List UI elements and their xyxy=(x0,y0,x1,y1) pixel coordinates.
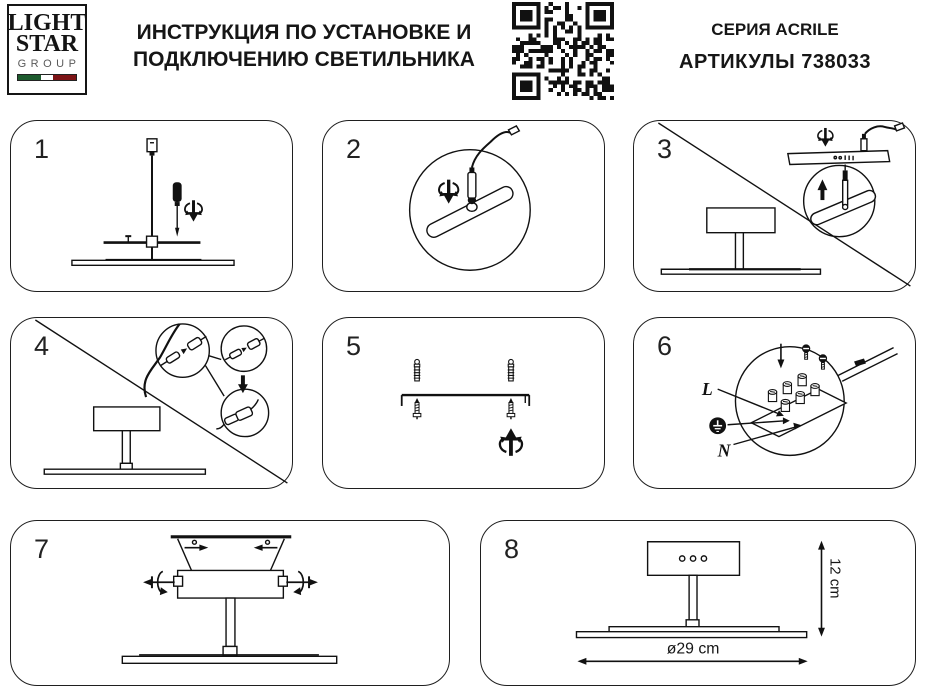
divider-diagonal xyxy=(35,320,287,483)
leader-line xyxy=(205,365,224,396)
rotate-down-icon xyxy=(184,199,203,223)
step-panel-8: 8 12 cm ø29 cm xyxy=(480,520,916,686)
fixture-side-view xyxy=(44,407,205,474)
step2-drawing xyxy=(323,121,604,291)
earth-icon xyxy=(709,417,727,435)
fixture-disc xyxy=(122,655,336,663)
step-number: 3 xyxy=(657,134,673,164)
up-arrow xyxy=(820,186,825,201)
divider-diagonal xyxy=(658,123,910,286)
rotate-down-icon xyxy=(817,127,834,148)
fixture-side-view xyxy=(661,208,820,274)
down-arrow xyxy=(237,375,248,394)
step-number: 1 xyxy=(34,134,50,164)
page-title: ИНСТРУКЦИЯ ПО УСТАНОВКЕ И ПОДКЛЮЧЕНИЮ СВ… xyxy=(104,19,504,73)
connector-detail-b xyxy=(221,326,266,371)
ceiling-plank xyxy=(788,151,890,165)
wire-label-neutral: N xyxy=(717,440,732,460)
fixture-stem xyxy=(226,598,235,646)
page-title-line1: ИНСТРУКЦИЯ ПО УСТАНОВКЕ И xyxy=(136,21,472,44)
fixture-disc xyxy=(72,258,234,265)
italy-tricolor-bar xyxy=(17,74,77,81)
zoom-circle xyxy=(735,347,844,456)
screw-icon xyxy=(506,398,516,420)
connector-joined-detail xyxy=(212,389,268,436)
lightstar-logo: LIGHT STAR GROUP xyxy=(7,4,87,95)
step7-drawing xyxy=(11,521,449,685)
cable-connector xyxy=(467,126,520,211)
step3-drawing xyxy=(634,121,915,291)
fixture-stem xyxy=(689,575,697,621)
step-panel-4: 4 xyxy=(10,317,293,489)
step-number: 5 xyxy=(346,331,362,361)
diameter-dimension: ø29 cm xyxy=(577,640,808,665)
screwdriver-icon xyxy=(172,182,182,237)
zoom-circle xyxy=(410,150,531,271)
series-label: СЕРИЯ ACRILE xyxy=(711,20,839,39)
wall-anchor-icon xyxy=(507,358,515,382)
down-arrow xyxy=(777,344,785,369)
step-number: 7 xyxy=(34,534,50,564)
wire-label-live: L xyxy=(701,379,713,399)
step1-drawing xyxy=(11,121,292,291)
zoom-circle xyxy=(804,165,875,236)
logo-star: STAR xyxy=(15,31,79,57)
connector-detail-a xyxy=(156,324,209,377)
screw-icon xyxy=(818,353,828,370)
step-panel-6: 6 L xyxy=(633,317,916,489)
step8-drawing: 12 cm ø29 cm xyxy=(481,540,842,665)
mounting-bracket xyxy=(402,395,530,406)
wire-leaders xyxy=(718,389,802,444)
step-panel-2: 2 xyxy=(322,120,605,292)
step-panel-3: 3 xyxy=(633,120,916,292)
step-panel-5: 5 xyxy=(322,317,605,489)
power-cable xyxy=(144,324,179,397)
mounting-bar xyxy=(104,236,201,247)
screw-icon xyxy=(412,398,422,420)
step5-drawing xyxy=(323,358,604,458)
bracket-trapezoid xyxy=(178,539,285,571)
step-panel-1: 1 xyxy=(10,120,293,292)
articles-label: АРТИКУЛЫ 738033 xyxy=(679,51,871,73)
canopy-box xyxy=(648,542,740,576)
rotate-down-icon xyxy=(437,178,460,205)
height-dimension: 12 cm xyxy=(818,540,842,637)
screw-icon xyxy=(801,343,811,360)
step-number: 6 xyxy=(657,331,673,361)
qr-code xyxy=(512,2,614,100)
logo-group: GROUP xyxy=(17,58,81,70)
side-screw-right xyxy=(278,571,318,596)
step-number: 2 xyxy=(346,134,362,164)
dimension-diameter-label: ø29 cm xyxy=(667,640,720,657)
terminal-block xyxy=(751,373,846,437)
rod-insert-detail xyxy=(804,164,878,236)
leader-line xyxy=(208,356,221,360)
zoom-circle xyxy=(156,324,209,377)
step-number: 8 xyxy=(504,534,520,564)
cable-above-ceiling xyxy=(861,123,904,151)
step6-drawing: L N xyxy=(701,318,915,460)
wall-anchor-icon xyxy=(413,358,421,382)
dimension-height-label: 12 cm xyxy=(826,558,842,598)
product-info: СЕРИЯ ACRILE АРТИКУЛЫ 738033 xyxy=(630,20,920,74)
rotate-up-icon xyxy=(498,426,524,458)
canopy-box xyxy=(178,570,284,598)
power-cable xyxy=(472,132,511,167)
step4-drawing xyxy=(11,318,292,488)
zoom-circle xyxy=(221,326,266,371)
mains-cable xyxy=(838,348,897,382)
logo-light: LIGHT xyxy=(7,10,87,36)
page-title-line2: ПОДКЛЮЧЕНИЮ СВЕТИЛЬНИКА xyxy=(133,48,475,71)
side-screw-left xyxy=(143,571,183,596)
step-number: 4 xyxy=(34,331,50,361)
step-panel-7: 7 xyxy=(10,520,450,686)
fixture-disc xyxy=(576,627,806,638)
